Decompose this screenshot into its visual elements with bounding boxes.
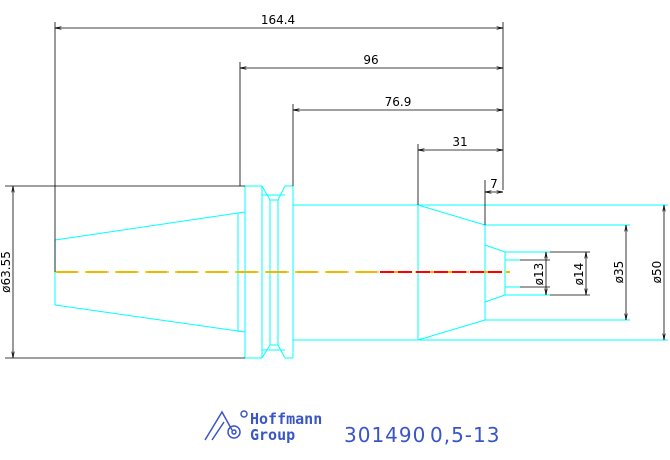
part-spec: 0,5-13 — [430, 423, 500, 447]
dim-text-dia-50: ø50 — [650, 261, 664, 284]
part-number: 301490 — [344, 423, 426, 447]
logo-mark-icon — [204, 410, 248, 441]
dim-text-76-9: 76.9 — [385, 95, 412, 109]
body — [293, 204, 630, 341]
dim-text-31: 31 — [452, 135, 467, 149]
dim-text-164-4: 164.4 — [261, 13, 295, 27]
logo-text-group: Group — [250, 426, 295, 444]
dimensions — [5, 22, 664, 359]
dim-text-dia-13: ø13 — [532, 263, 546, 286]
logo-text-hoffmann: Hoffmann — [250, 410, 322, 428]
dim-text-dia-14: ø14 — [572, 263, 586, 286]
hoffmann-logo: Hoffmann Group — [204, 410, 322, 444]
dim-text-dia-35: ø35 — [612, 261, 626, 284]
dim-text-7: 7 — [490, 177, 498, 191]
dim-text-96: 96 — [363, 53, 378, 67]
dim-text-dia-63-55: ø63.55 — [0, 251, 13, 293]
tool-holder-outline — [54, 185, 668, 359]
